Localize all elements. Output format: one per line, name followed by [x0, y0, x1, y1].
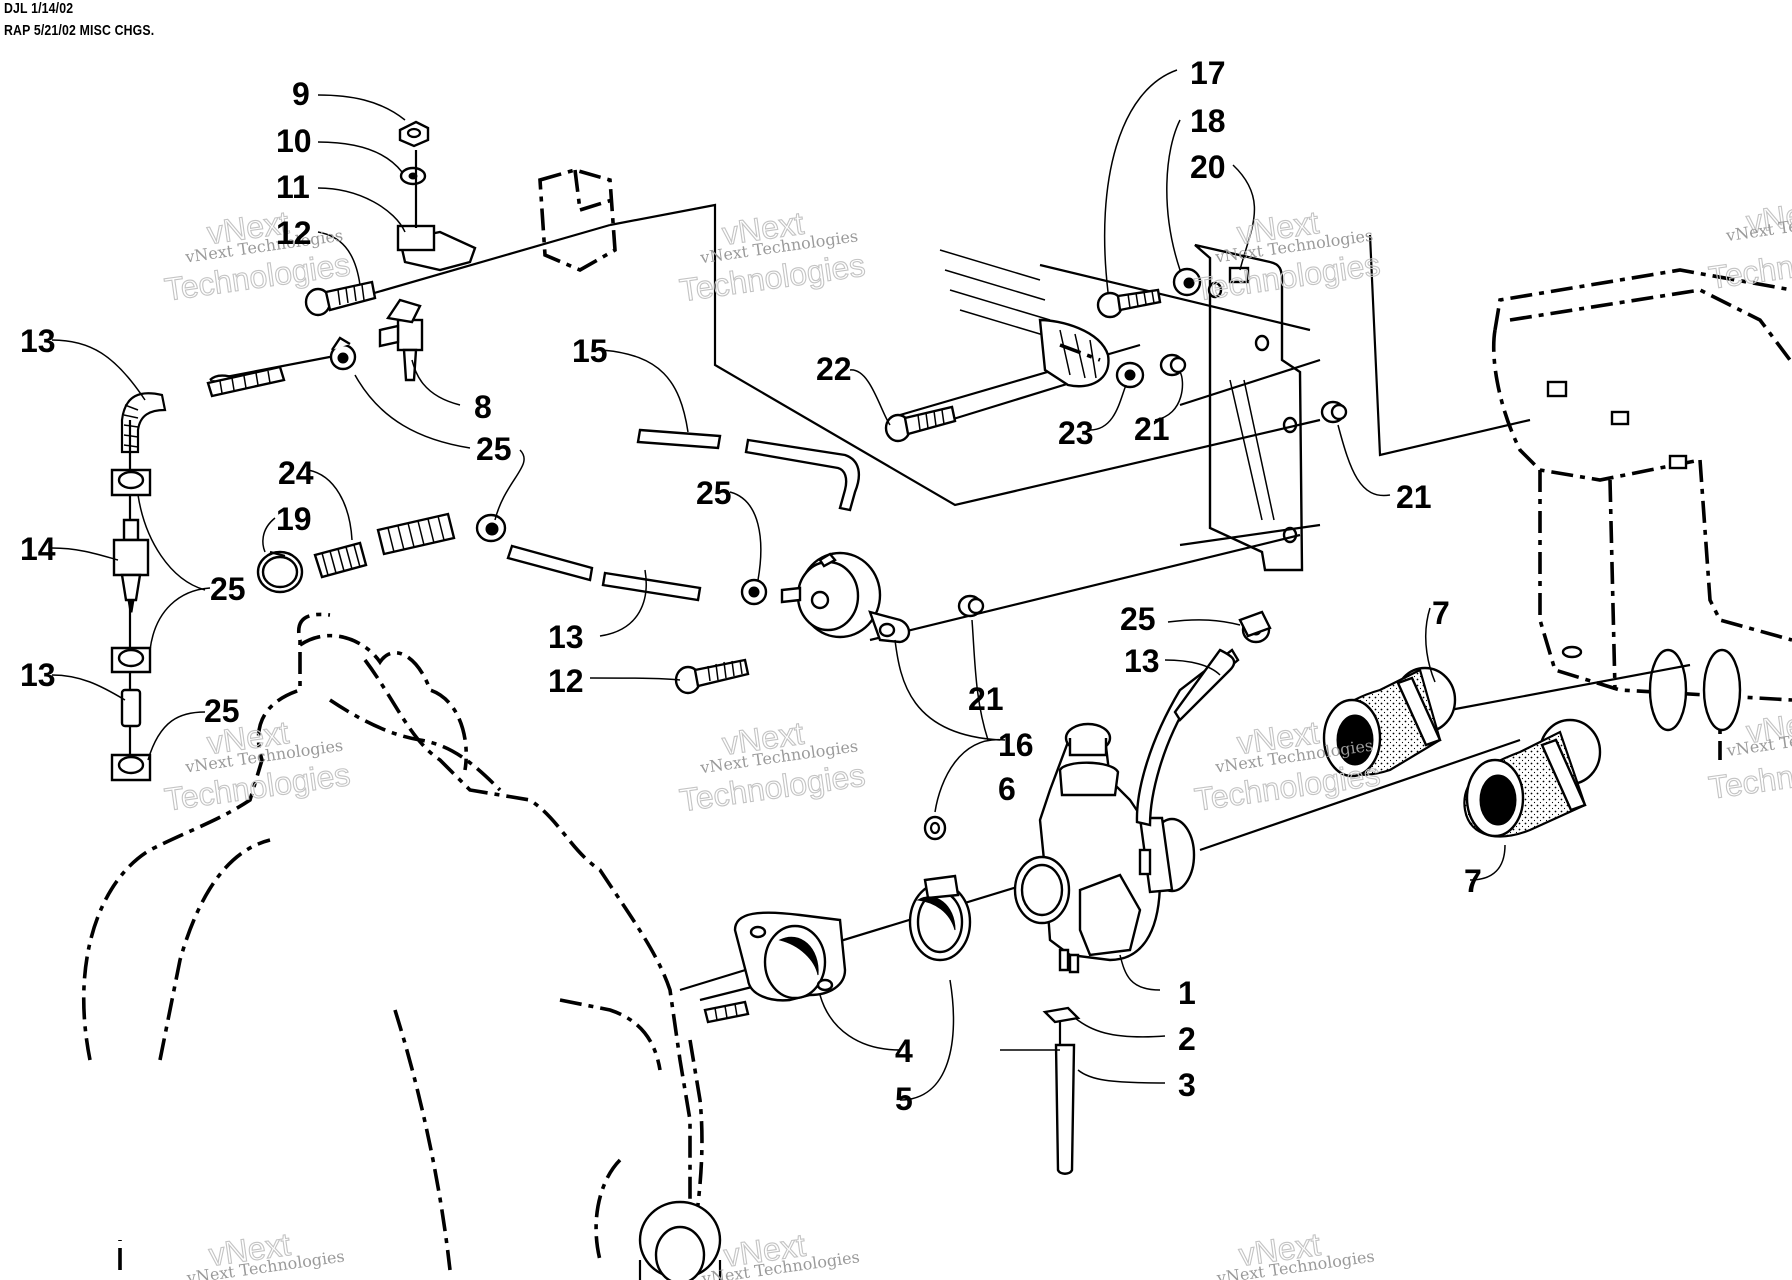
hose-clamp-c	[110, 646, 152, 674]
callout-22: 22	[816, 351, 852, 387]
fuel-hose-short	[120, 688, 142, 728]
airbox-outline	[1491, 268, 1792, 760]
callout-21-pump: 21	[968, 681, 1004, 717]
callout-24: 24	[278, 455, 314, 491]
callout-9: 9	[292, 76, 310, 112]
hose-clamp-d	[110, 753, 152, 782]
callout-13-center: 13	[548, 619, 584, 655]
callout-13-left: 13	[20, 657, 56, 693]
watermark-tile-9: vNext vNext Technologies	[185, 1225, 346, 1280]
frame-block	[538, 168, 617, 273]
watermark-tile-3: Technologies vNext vNext Technologies	[1192, 204, 1383, 309]
watermark-tile-10: vNext vNext Technologies	[700, 1226, 861, 1280]
callout-25-center: 25	[476, 431, 512, 467]
callout-25-pump: 25	[696, 475, 732, 511]
inline-fuel-filter	[112, 518, 150, 613]
e-clip	[1042, 1006, 1081, 1024]
callout-25-left: 25	[210, 571, 246, 607]
watermark-tile-5: Technologies vNext vNext Technologies	[677, 714, 868, 819]
washer	[399, 166, 427, 186]
callout-leaders	[51, 69, 1506, 1101]
hose-clamp-e	[475, 513, 507, 543]
callout-21-right: 21	[1396, 479, 1432, 515]
fuel-pump	[780, 551, 911, 644]
fuel-hose-lower	[506, 544, 702, 602]
engine-pulley-stub	[638, 1200, 722, 1280]
boot-clamp	[908, 874, 972, 962]
intake-flange	[733, 911, 847, 1002]
callout-11: 11	[276, 169, 310, 205]
callout-3: 3	[1178, 1067, 1196, 1103]
callout-2: 2	[1178, 1021, 1196, 1057]
callout-7-lower: 7	[1464, 863, 1482, 899]
drawing-revision-line-2: RAP 5/21/02 MISC CHGS.	[4, 22, 155, 39]
callout-21-bracket: 21	[1134, 411, 1170, 447]
callout-16: 16	[998, 727, 1034, 763]
rubber-grommet-b	[1159, 353, 1187, 377]
coil-springs	[313, 512, 456, 579]
callout-15: 15	[572, 333, 608, 369]
rubber-grommet-c	[1320, 400, 1348, 424]
watermark-tile-11: vNext vNext Technologies	[1215, 1225, 1376, 1280]
long-screw	[884, 405, 957, 443]
air-intake-boot-lower	[1463, 718, 1602, 838]
hose-clamp-h	[1238, 610, 1272, 638]
hose-clamp-f	[740, 578, 768, 606]
callout-10: 10	[276, 123, 312, 159]
wiring-connector	[939, 249, 1110, 388]
vent-hose	[1173, 648, 1236, 722]
callout-25-lower: 25	[204, 693, 240, 729]
callout-1: 1	[1178, 975, 1196, 1011]
callout-19: 19	[276, 501, 312, 537]
callout-7-upper: 7	[1432, 595, 1450, 631]
callout-12-upper: 12	[276, 215, 312, 251]
pump-mounting-screw	[674, 658, 750, 695]
spring-clip	[256, 550, 304, 594]
air-intake-boot-upper	[1322, 666, 1457, 778]
hose-clamp-b	[110, 468, 152, 497]
machine-screw	[304, 280, 377, 317]
callout-17: 17	[1190, 55, 1226, 91]
watermark-tile-2: Technologies vNext vNext Technologies	[677, 204, 868, 309]
fuel-hose-segment	[206, 365, 286, 398]
spacer	[1115, 361, 1145, 389]
watermark-tile-7: Technologies vNext vNext Technologies	[1706, 192, 1792, 296]
callout-25-carb: 25	[1120, 601, 1156, 637]
vacuum-hose	[636, 428, 861, 512]
callout-23: 23	[1058, 415, 1094, 451]
bracket-washer	[1172, 267, 1202, 297]
callout-8: 8	[474, 389, 492, 425]
hose-clamp-a	[329, 336, 357, 371]
callout-20: 20	[1190, 149, 1226, 185]
callout-4: 4	[895, 1033, 913, 1069]
rubber-grommet-a	[957, 594, 985, 618]
watermark-large-text: Technologies	[1706, 234, 1792, 296]
drawing-revision-line-1: DJL 1/14/02	[4, 0, 74, 17]
engine-crankcase-outline	[82, 612, 704, 1280]
callout-labels: 9 10 11 12 13 14 13 25 25 8 25 24 19 15 …	[20, 55, 1482, 1117]
fuel-line-clip	[396, 150, 477, 272]
carburetor	[1013, 648, 1240, 974]
callout-13-upper: 13	[20, 323, 56, 359]
watermark-tile-4: Technologies vNext vNext Technologies	[162, 714, 353, 819]
fuel-shutoff-valve	[378, 298, 424, 382]
callout-18: 18	[1190, 103, 1226, 139]
bracket-screw	[1096, 288, 1162, 319]
callout-12-lower: 12	[548, 663, 584, 699]
small-nut	[923, 815, 947, 841]
intake-stud	[703, 1000, 750, 1024]
jet-needle	[1054, 1043, 1076, 1175]
hex-nut	[398, 120, 430, 148]
callout-5: 5	[895, 1081, 913, 1117]
callout-14: 14	[20, 531, 56, 567]
callout-13-carb: 13	[1124, 643, 1160, 679]
callout-6: 6	[998, 771, 1016, 807]
